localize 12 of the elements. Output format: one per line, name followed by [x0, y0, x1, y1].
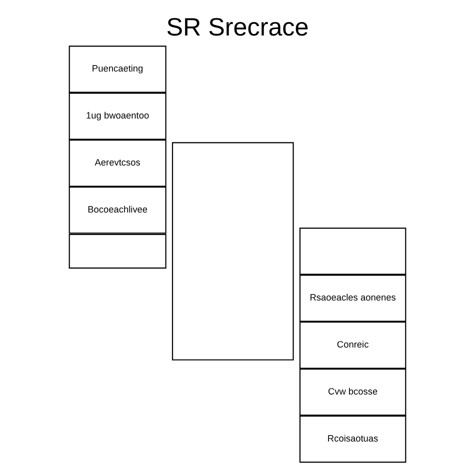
- node-box: Cvw bcosse: [298, 368, 406, 416]
- node-box: [68, 234, 166, 269]
- node-box: 1ug bwoaentoo: [68, 92, 166, 140]
- node-box: [298, 228, 406, 275]
- node-box: [171, 142, 294, 360]
- diagram-title: SR Srecrace: [166, 13, 308, 42]
- node-box: Puencaeting: [68, 46, 166, 93]
- node-box: Aerevtcsos: [68, 140, 166, 187]
- node-box: Conreic: [298, 322, 406, 369]
- node-box: Rsaoeacles aonenes: [298, 274, 406, 322]
- node-box: Rcoisaotuas: [298, 416, 406, 463]
- node-box: Bocoeachlivee: [68, 186, 166, 234]
